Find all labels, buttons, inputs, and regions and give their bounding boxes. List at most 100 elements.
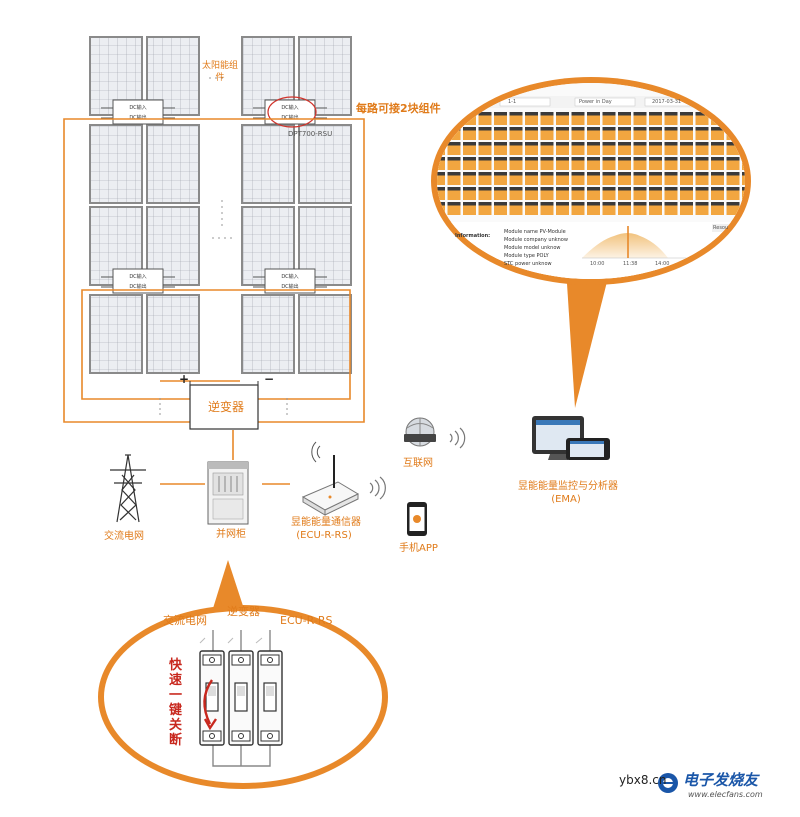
module-tile[interactable] [602, 172, 616, 185]
module-tile[interactable] [494, 142, 507, 155]
module-tile[interactable] [509, 202, 523, 215]
module-tile[interactable] [587, 127, 600, 140]
module-tile[interactable] [525, 142, 538, 155]
module-tile[interactable] [649, 202, 662, 215]
module-tile[interactable] [618, 172, 631, 185]
module-tile[interactable] [571, 157, 585, 170]
module-tile[interactable] [587, 157, 600, 170]
toolbar-select[interactable]: Power in Day [579, 99, 612, 105]
toolbar-field[interactable]: 1-1 [508, 99, 517, 105]
module-tile[interactable] [478, 172, 492, 185]
module-tile[interactable] [478, 157, 492, 170]
module-tile[interactable] [447, 157, 461, 170]
module-tile[interactable] [726, 202, 740, 215]
module-tile[interactable] [478, 142, 492, 155]
module-tile[interactable] [525, 157, 538, 170]
module-tile[interactable] [742, 187, 755, 200]
module-tile[interactable] [494, 202, 507, 215]
module-tile[interactable] [540, 112, 554, 125]
module-tile[interactable] [509, 112, 523, 125]
module-tile[interactable] [525, 112, 538, 125]
module-tile[interactable] [633, 202, 647, 215]
module-tile[interactable] [540, 172, 554, 185]
module-tile[interactable] [525, 127, 538, 140]
module-tile[interactable] [664, 202, 678, 215]
module-tile[interactable] [556, 187, 569, 200]
module-tile[interactable] [618, 202, 631, 215]
module-tile[interactable] [695, 187, 709, 200]
module-tile[interactable] [540, 202, 554, 215]
module-tile[interactable] [664, 157, 678, 170]
breaker-switch[interactable] [228, 650, 254, 746]
module-tile[interactable] [509, 142, 523, 155]
module-tile[interactable] [695, 127, 709, 140]
module-tile[interactable] [432, 127, 445, 140]
module-tile[interactable] [587, 187, 600, 200]
module-tile[interactable] [664, 112, 678, 125]
toolbar-date[interactable]: 2017-03-31 [652, 99, 682, 105]
module-tile[interactable] [633, 187, 647, 200]
module-tile[interactable] [664, 127, 678, 140]
module-tile[interactable] [540, 142, 554, 155]
module-tile[interactable] [509, 157, 523, 170]
module-tile[interactable] [695, 202, 709, 215]
module-tile[interactable] [447, 142, 461, 155]
module-tile[interactable] [602, 127, 616, 140]
module-tile[interactable] [556, 112, 569, 125]
module-tile[interactable] [742, 112, 755, 125]
module-tile[interactable] [432, 172, 445, 185]
module-tile[interactable] [494, 187, 507, 200]
module-tile[interactable] [711, 142, 724, 155]
module-tile[interactable] [618, 142, 631, 155]
module-tile[interactable] [525, 172, 538, 185]
module-tile[interactable] [711, 202, 724, 215]
module-tile[interactable] [633, 157, 647, 170]
module-tile[interactable] [602, 112, 616, 125]
module-tile[interactable] [478, 187, 492, 200]
module-tile[interactable] [494, 172, 507, 185]
module-tile[interactable] [463, 157, 476, 170]
module-tile[interactable] [447, 187, 461, 200]
module-tile[interactable] [649, 127, 662, 140]
module-tile[interactable] [571, 202, 585, 215]
module-tile[interactable] [571, 142, 585, 155]
module-tile[interactable] [432, 187, 445, 200]
module-tile[interactable] [447, 172, 461, 185]
module-tile[interactable] [664, 187, 678, 200]
module-tile[interactable] [680, 172, 693, 185]
module-tile[interactable] [571, 187, 585, 200]
module-tile[interactable] [494, 112, 507, 125]
module-tile[interactable] [540, 157, 554, 170]
module-tile[interactable] [540, 127, 554, 140]
module-tile[interactable] [680, 187, 693, 200]
module-tile[interactable] [664, 172, 678, 185]
module-tile[interactable] [602, 187, 616, 200]
module-tile[interactable] [525, 187, 538, 200]
module-tile[interactable] [711, 172, 724, 185]
module-tile[interactable] [463, 142, 476, 155]
module-tile[interactable] [726, 157, 740, 170]
module-tile[interactable] [571, 112, 585, 125]
breaker-switch[interactable] [199, 650, 225, 746]
module-tile[interactable] [571, 172, 585, 185]
module-tile[interactable] [633, 172, 647, 185]
module-tile[interactable] [649, 112, 662, 125]
module-tile[interactable] [618, 112, 631, 125]
module-tile[interactable] [695, 142, 709, 155]
module-tile[interactable] [711, 157, 724, 170]
module-tile[interactable] [509, 187, 523, 200]
module-tile[interactable] [649, 172, 662, 185]
module-tile[interactable] [478, 127, 492, 140]
module-tile[interactable] [602, 202, 616, 215]
module-tile[interactable] [711, 187, 724, 200]
module-tile[interactable] [494, 127, 507, 140]
module-tile[interactable] [478, 112, 492, 125]
module-tile[interactable] [680, 127, 693, 140]
module-tile[interactable] [680, 157, 693, 170]
module-tile[interactable] [571, 127, 585, 140]
module-tile[interactable] [509, 172, 523, 185]
module-tile[interactable] [633, 127, 647, 140]
module-tile[interactable] [494, 157, 507, 170]
module-tile[interactable] [618, 187, 631, 200]
module-tile[interactable] [618, 127, 631, 140]
